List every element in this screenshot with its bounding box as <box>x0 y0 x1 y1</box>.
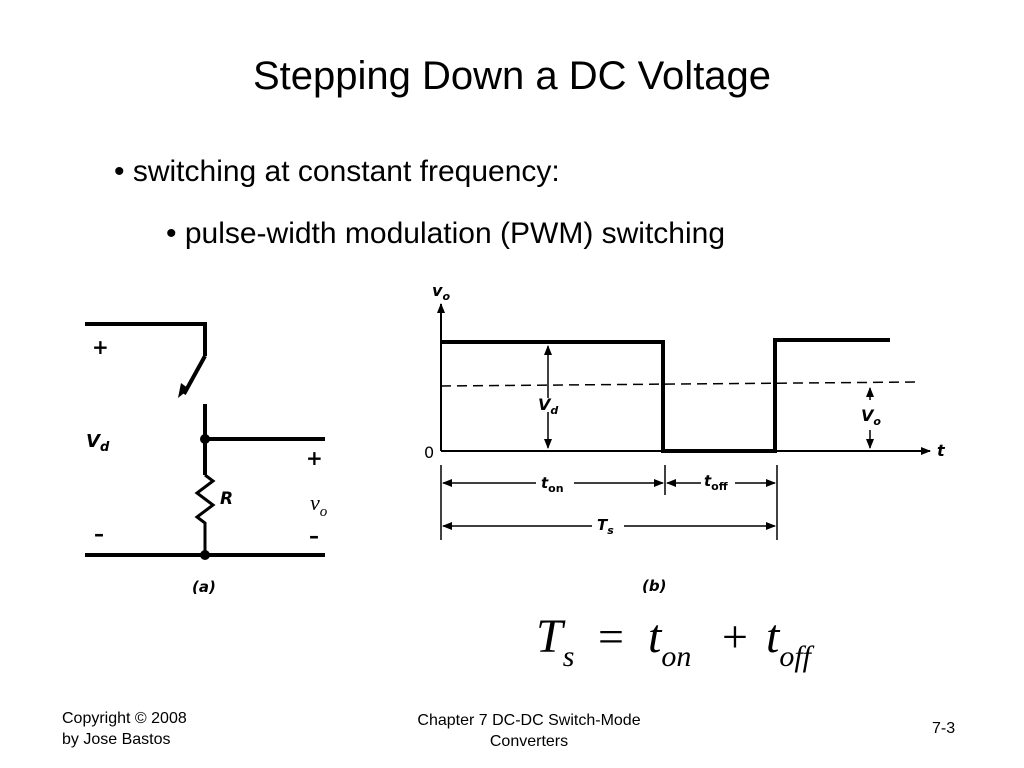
origin-label: 0 <box>424 443 434 462</box>
top-wire <box>85 322 207 356</box>
bullet-constant-frequency: • switching at constant frequency: <box>114 155 560 188</box>
bullet-pwm-switching: • pulse-width modulation (PWM) switching <box>166 217 726 250</box>
plus-output-label: + <box>306 446 323 470</box>
bottom-node-dot <box>200 550 210 560</box>
pwm-waveform: vo t 0 Vd Vo ton toff Ts <box>424 281 946 595</box>
toff-main: t <box>704 472 712 490</box>
pulse-train <box>441 338 890 453</box>
vo-level-sub: o <box>873 415 881 428</box>
footer-copyright-line1: Copyright © 2008 <box>62 710 187 727</box>
footer-copyright: Copyright © 2008 by Jose Bastos <box>62 708 187 750</box>
plus-input-label: + <box>92 335 109 359</box>
eq-lhs-sub: s <box>563 640 575 673</box>
ts-sub: s <box>607 524 614 537</box>
eq-term-toff: toff <box>766 610 815 673</box>
y-axis-main: v <box>432 281 443 300</box>
top-node-dot <box>200 434 210 444</box>
footer-page-number: 7-3 <box>932 720 956 737</box>
toff-sub: off <box>711 480 728 493</box>
footer-chapter: Chapter 7 DC-DC Switch-Mode Converters <box>370 710 688 752</box>
eq-lhs-main: T <box>536 610 566 663</box>
vo-level-label: Vo <box>861 406 881 428</box>
resistor-label: R <box>220 489 233 509</box>
ts-main: T <box>597 516 609 534</box>
vo-output-main: v <box>310 490 320 515</box>
resistor-symbol <box>194 473 216 555</box>
vd-level-sub: d <box>550 404 558 417</box>
vd-input-sub: d <box>100 440 110 455</box>
period-equation: Ts = ton + toff <box>536 610 815 673</box>
eq-term-toff-sub: off <box>779 640 814 673</box>
switch-arrowhead <box>178 383 189 398</box>
ton-main: t <box>541 474 549 492</box>
eq-equals: = <box>598 611 624 662</box>
x-axis-label: t <box>937 441 946 460</box>
average-level-line <box>440 381 921 387</box>
eq-plus: + <box>722 611 748 662</box>
eq-term-ton-main: t <box>648 610 663 663</box>
toff-label: toff <box>704 472 728 493</box>
y-axis-sub: o <box>442 290 450 303</box>
slide-title: Stepping Down a DC Voltage <box>252 54 772 98</box>
eq-lhs: Ts <box>536 610 574 673</box>
switch-blade <box>182 355 207 395</box>
footer-chapter-line2: Converters <box>489 733 569 750</box>
waveform-caption: (b) <box>642 577 666 595</box>
eq-term-toff-main: t <box>766 610 781 663</box>
vd-level-label: Vd <box>538 395 558 417</box>
circuit-caption: (a) <box>192 578 216 596</box>
footer-chapter-line1: Chapter 7 DC-DC Switch-Mode <box>417 712 641 729</box>
footer-copyright-line2: by Jose Bastos <box>62 731 171 748</box>
eq-term-ton-sub: on <box>661 640 691 673</box>
buck-circuit: + – Vd + – R vo (a) <box>85 322 328 596</box>
minus-input-label: – <box>94 522 104 546</box>
ton-label: ton <box>541 474 564 495</box>
eq-term-ton: ton <box>648 610 691 673</box>
vd-input-label: Vd <box>86 431 110 455</box>
ton-sub: on <box>548 482 563 495</box>
y-axis-label: vo <box>432 281 450 303</box>
vo-output-label: vo <box>310 490 328 520</box>
minus-output-label: – <box>309 524 319 548</box>
vo-level-main: V <box>861 406 875 425</box>
vo-output-sub: o <box>320 504 328 520</box>
vd-level-main: V <box>538 395 552 414</box>
ts-label: Ts <box>597 516 614 537</box>
vd-input-main: V <box>86 431 102 452</box>
